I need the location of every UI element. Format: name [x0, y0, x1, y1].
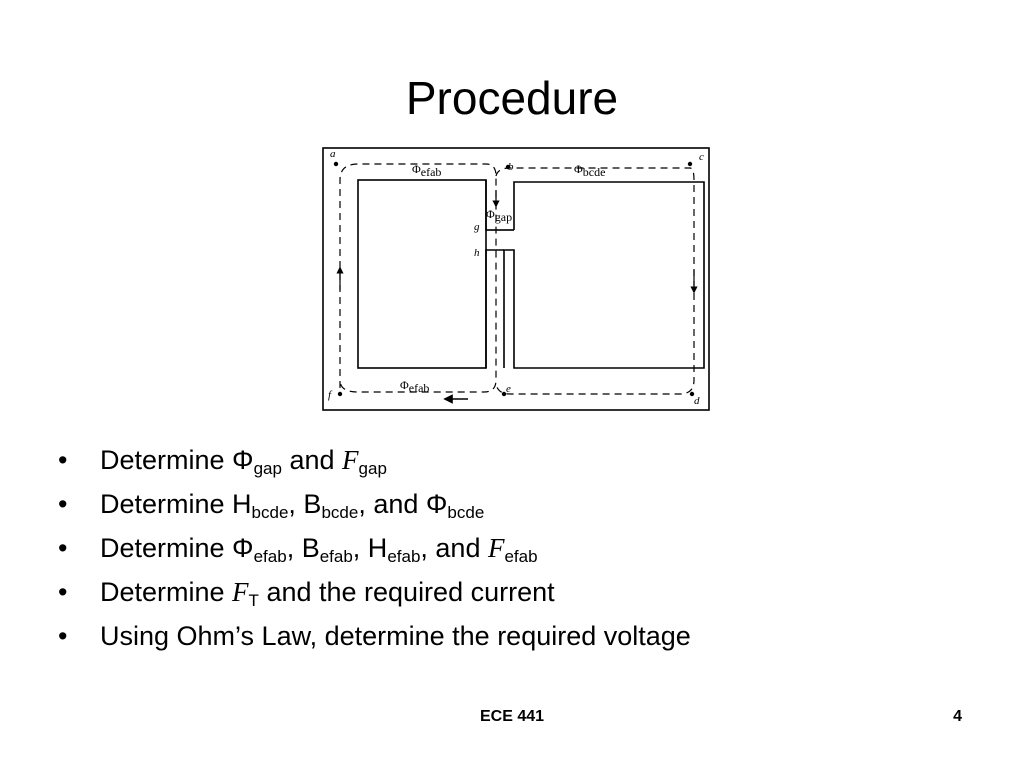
- step-text: Determine Φ: [100, 533, 254, 563]
- core-left-window: [357, 179, 487, 369]
- node-label-f: f: [328, 389, 333, 401]
- step-text: and: [281, 445, 343, 475]
- subscript: efab: [387, 547, 421, 566]
- step-text: and the required current: [258, 577, 555, 607]
- core-right-window: [503, 181, 705, 369]
- subscript: gap: [253, 459, 282, 478]
- bullet-dot: •: [58, 621, 68, 651]
- procedure-step: • Using Ohm’s Law, determine the required…: [58, 620, 691, 652]
- step-text: Determine Φ: [100, 445, 254, 475]
- step-text: , B: [286, 533, 320, 563]
- mmf-symbol: F: [232, 577, 249, 607]
- procedure-step: •Determine Hbcde, Bbcde, and Φbcde: [58, 488, 691, 522]
- step-text: Determine: [100, 577, 233, 607]
- subscript: efab: [253, 547, 287, 566]
- slide-page-number: 4: [953, 708, 962, 725]
- flux-label-bcde: Φbcde: [574, 162, 605, 179]
- node-c-dot: [687, 161, 693, 167]
- node-label-h: h: [474, 247, 480, 259]
- subscript: T: [248, 591, 259, 610]
- footer-course: ECE 441: [479, 708, 545, 725]
- step-text: , B: [288, 489, 322, 519]
- center-leg-lower: [485, 249, 504, 368]
- slide-title: Procedure: [405, 72, 619, 124]
- flux-label-efab-bottom: Φefab: [400, 378, 429, 395]
- procedure-step: •Determine Φefab, Befab, Hefab, and Fefa…: [58, 532, 691, 566]
- step-text: , and Φ: [358, 489, 448, 519]
- flux-label-gap: Φgap: [486, 207, 512, 224]
- subscript: efab: [319, 547, 353, 566]
- subscript: gap: [358, 459, 387, 478]
- mmf-symbol: F: [487, 533, 505, 563]
- node-label-c: c: [699, 151, 704, 163]
- subscript: efab: [504, 547, 538, 566]
- node-a-dot: [333, 161, 339, 167]
- step-text: Using Ohm’s Law, determine the required …: [100, 621, 691, 651]
- step-text: , H: [352, 533, 388, 563]
- flux-label-efab-top: Φefab: [412, 162, 441, 179]
- procedure-steps-list: •Determine Φgap and Fgap•Determine Hbcde…: [58, 444, 691, 664]
- flux-path-efab: [339, 163, 497, 393]
- core-outer-edge: [322, 147, 710, 411]
- mmf-symbol: F: [342, 445, 359, 475]
- flux-path-bcde: [495, 167, 695, 395]
- node-f-dot: [337, 391, 343, 397]
- bullet-dot: •: [58, 533, 68, 563]
- bullet-dot: •: [58, 489, 68, 519]
- node-d-dot: [689, 391, 695, 397]
- node-label-b: b: [508, 161, 514, 173]
- step-text: Determine H: [100, 489, 252, 519]
- step-text: , and: [420, 533, 488, 563]
- node-label-e: e: [506, 383, 511, 395]
- node-label-g: g: [474, 221, 480, 233]
- procedure-step: • Determine FT and the required current: [58, 576, 691, 610]
- magnetic-circuit-diagram: a b c d e f g h Φefab Φbcde Φgap Φefab: [322, 147, 710, 411]
- procedure-step: •Determine Φgap and Fgap: [58, 444, 691, 478]
- node-label-d: d: [694, 395, 700, 407]
- node-e-dot: [501, 391, 507, 397]
- bullet-dot: •: [58, 445, 68, 475]
- subscript: bcde: [447, 503, 485, 522]
- subscript: bcde: [321, 503, 359, 522]
- node-b-dot: [505, 164, 511, 170]
- subscript: bcde: [251, 503, 289, 522]
- bullet-dot: •: [58, 577, 68, 607]
- node-label-a: a: [330, 148, 336, 160]
